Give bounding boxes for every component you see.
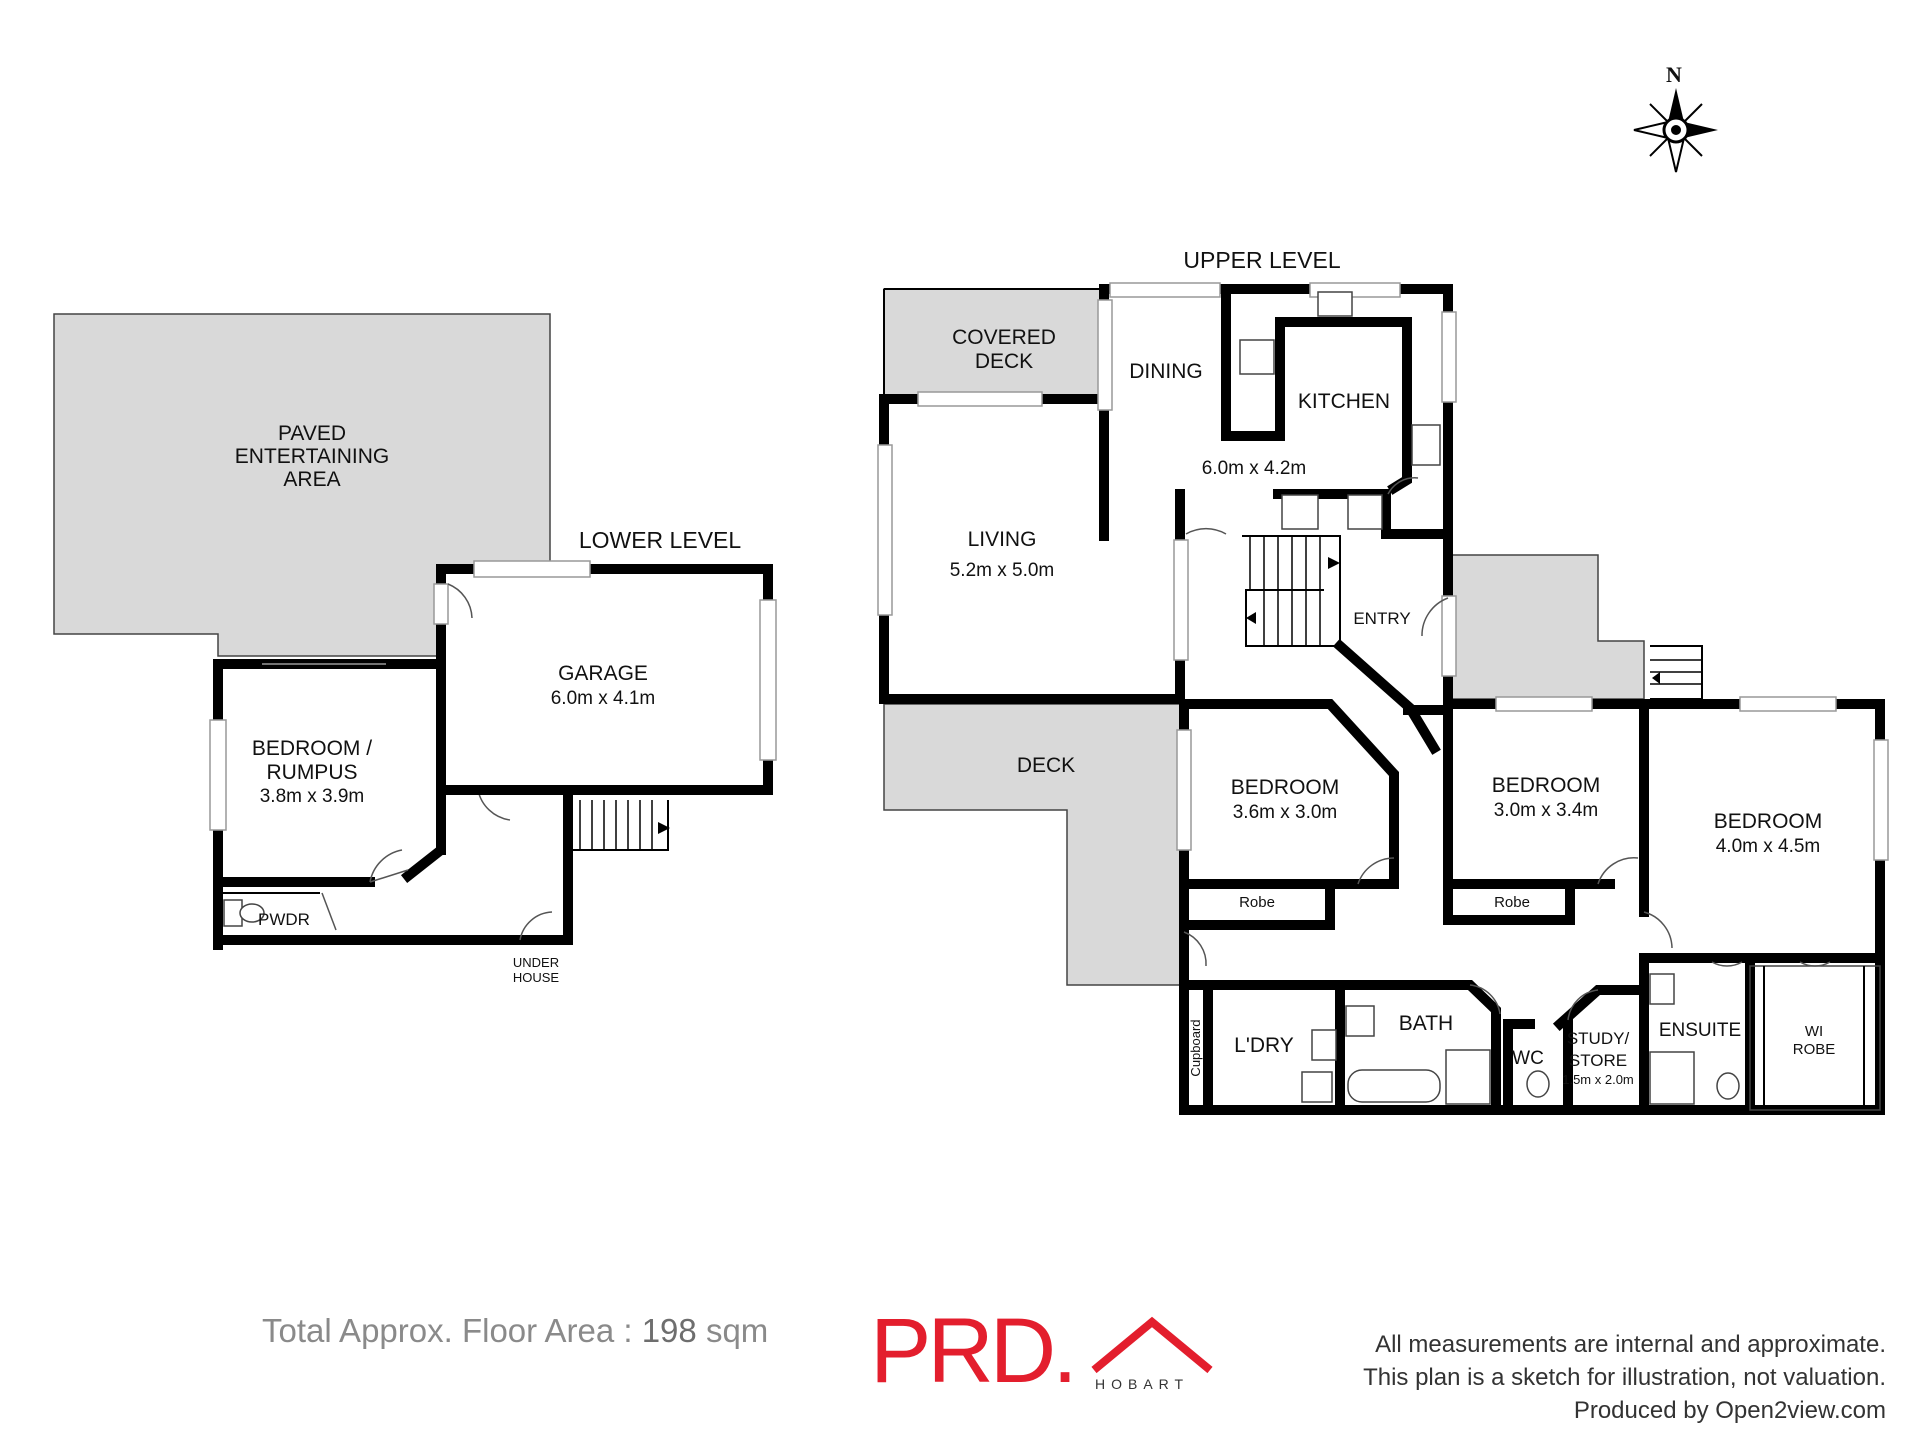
robe-label-1: Robe bbox=[1239, 894, 1275, 911]
kitchen-dim: 6.0m x 4.2m bbox=[1202, 458, 1307, 479]
bath-label: BATH bbox=[1399, 1012, 1453, 1035]
under-house-label-2: HOUSE bbox=[513, 970, 560, 985]
prd-logo: PRD. bbox=[870, 1300, 1078, 1402]
bedroom1-label: BEDROOM bbox=[1714, 810, 1823, 833]
garage-dim: 6.0m x 4.1m bbox=[551, 688, 656, 709]
upper-stairs bbox=[1246, 536, 1340, 646]
study-dim: 1.5m x 2.0m bbox=[1562, 1072, 1634, 1087]
under-house-label-1: UNDER bbox=[513, 955, 559, 970]
study-label-2: STORE bbox=[1569, 1051, 1627, 1070]
compass-north-label: N bbox=[1666, 62, 1682, 87]
cupboard-label: Cupboard bbox=[1188, 1019, 1203, 1076]
deck-label: DECK bbox=[1017, 754, 1075, 777]
bedroom2-dim: 3.6m x 3.0m bbox=[1233, 802, 1338, 823]
paved-label-1: PAVED bbox=[278, 422, 346, 445]
covered-deck-label-1: COVERED bbox=[952, 326, 1056, 349]
floor-area-value: 198 bbox=[641, 1312, 697, 1349]
living-dim: 5.2m x 5.0m bbox=[950, 560, 1055, 581]
bedroom3-label: BEDROOM bbox=[1492, 774, 1601, 797]
robe-label-2: Robe bbox=[1494, 894, 1530, 911]
side-stairs bbox=[1650, 659, 1702, 685]
dining-label: DINING bbox=[1129, 360, 1203, 383]
side-deck bbox=[1447, 554, 1645, 700]
compass-icon: N bbox=[1633, 62, 1718, 173]
bedroom2-label: BEDROOM bbox=[1231, 776, 1340, 799]
wi-robe-label-1: WI bbox=[1805, 1023, 1823, 1040]
pwdr-label: PWDR bbox=[258, 910, 310, 929]
bedroom3-dim: 3.0m x 3.4m bbox=[1494, 800, 1599, 821]
lower-level-title: LOWER LEVEL bbox=[579, 527, 742, 553]
lower-level: LOWER LEVEL PAVED ENTERTAINING AREA GARA… bbox=[53, 313, 777, 985]
wi-robe-label-2: ROBE bbox=[1793, 1041, 1836, 1058]
deck bbox=[883, 703, 1181, 986]
prd-logo-sub: HOBART bbox=[1095, 1376, 1190, 1392]
rumpus-label-2: RUMPUS bbox=[266, 761, 357, 784]
floor-area-unit: sqm bbox=[705, 1312, 769, 1349]
bedroom1-dim: 4.0m x 4.5m bbox=[1716, 836, 1821, 857]
paved-label-2: ENTERTAINING bbox=[235, 445, 389, 468]
rumpus-label-1: BEDROOM / bbox=[252, 737, 372, 760]
disclaimer: All measurements are internal and approx… bbox=[1363, 1328, 1886, 1427]
upper-level: UPPER LEVEL COVERED DECK DINING KITCHEN … bbox=[877, 247, 1889, 1115]
rumpus-dim: 3.8m x 3.9m bbox=[260, 786, 365, 807]
floor-area-label: Total Approx. Floor Area : bbox=[262, 1312, 633, 1349]
disclaimer-line-2: This plan is a sketch for illustration, … bbox=[1363, 1364, 1886, 1391]
disclaimer-line-3: Produced by Open2view.com bbox=[1573, 1397, 1886, 1424]
study-label-1: STUDY/ bbox=[1567, 1029, 1630, 1048]
paved-label-3: AREA bbox=[283, 468, 340, 491]
kitchen-label: KITCHEN bbox=[1298, 390, 1390, 413]
covered-deck-label-2: DECK bbox=[975, 350, 1033, 373]
prd-logo-text: PRD. bbox=[870, 1300, 1078, 1402]
living-label: LIVING bbox=[968, 528, 1037, 551]
lower-stairs bbox=[579, 800, 670, 850]
entry-label: ENTRY bbox=[1353, 609, 1410, 628]
floor-area-summary: Total Approx. Floor Area : 198 sqm bbox=[262, 1312, 768, 1350]
ensuite-label: ENSUITE bbox=[1659, 1020, 1741, 1041]
disclaimer-line-1: All measurements are internal and approx… bbox=[1375, 1331, 1886, 1358]
upper-level-title: UPPER LEVEL bbox=[1183, 247, 1340, 273]
prd-roof-icon bbox=[1091, 1316, 1213, 1374]
laundry-label: L'DRY bbox=[1234, 1034, 1294, 1057]
wc-label: WC bbox=[1512, 1048, 1544, 1069]
garage-label: GARAGE bbox=[558, 662, 648, 685]
